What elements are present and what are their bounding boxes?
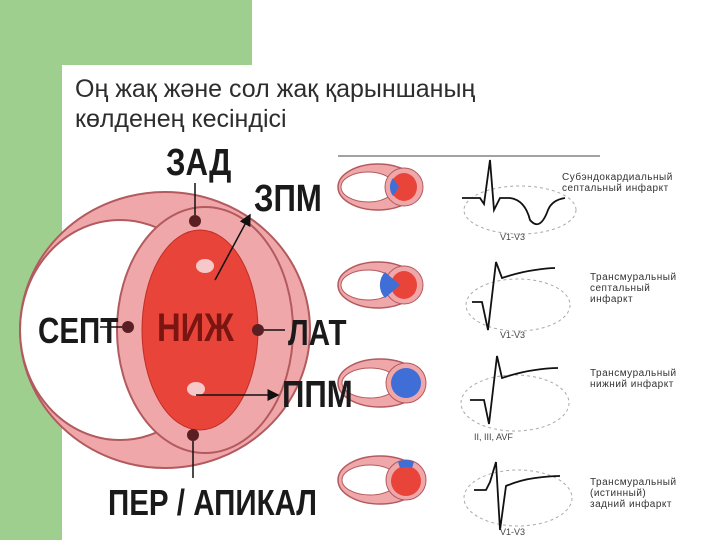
panel-1-ecg <box>462 159 577 235</box>
big-cross-section <box>19 183 311 478</box>
papillary-highlight-bottom <box>187 382 205 396</box>
label-zad: ЗАД <box>166 142 232 184</box>
label-ppm: ППМ <box>282 374 353 416</box>
papillary-highlight-top <box>196 259 214 273</box>
point-lat <box>252 324 264 336</box>
panel-2-leads: V1-V3 <box>500 330 526 340</box>
title-line-1: Оң жақ және сол жақ қарыншаның <box>75 75 476 103</box>
panel-3-ecg <box>460 355 570 432</box>
panel-2-ecg <box>465 261 571 332</box>
arrow-zpm <box>214 213 251 281</box>
label-nizh: НИЖ <box>157 306 234 350</box>
panel-4-text: Трансмуральный (истинный) задний инфаркт <box>590 477 677 510</box>
point-per <box>187 429 199 441</box>
panel-4-ecg <box>463 461 573 531</box>
slide-title: Оң жақ және сол жақ қарыншаның көлденең … <box>75 74 675 134</box>
panel-2-text: Трансмуральный септальный инфаркт <box>590 272 677 305</box>
label-per-apikal: ПЕР / АПИКАЛ <box>108 482 317 523</box>
panel-4-section <box>337 455 427 505</box>
panel-3-section <box>337 358 427 408</box>
title-box <box>62 65 702 145</box>
panel-1-section <box>337 163 424 211</box>
panel-4-leads: V1-V3 <box>500 527 526 537</box>
green-top-block <box>62 0 252 65</box>
panel-3-leads: II, III, AVF <box>474 432 513 442</box>
panel-3-text: Трансмуральный нижний инфаркт <box>590 368 677 390</box>
label-lat: ЛАТ <box>288 312 347 353</box>
point-zad <box>189 215 201 227</box>
panel-2-section <box>337 261 424 309</box>
panel-1-text: Субэндокардиальный септальный инфаркт <box>562 172 673 194</box>
point-sept <box>122 321 134 333</box>
label-zpm: ЗПМ <box>254 178 322 220</box>
panel-1-leads: V1-V3 <box>500 232 526 242</box>
title-line-2: көлденең кесіндісі <box>75 105 287 133</box>
label-sept: СЕПТ <box>38 310 119 351</box>
